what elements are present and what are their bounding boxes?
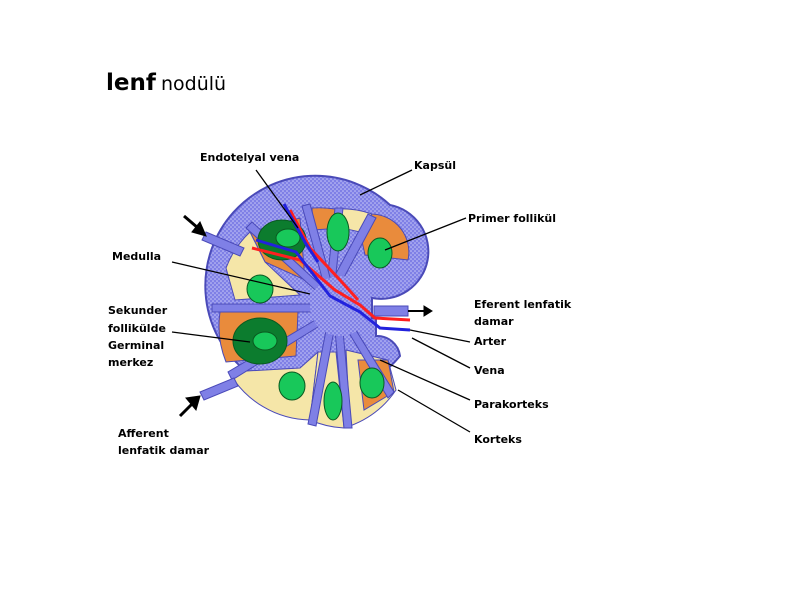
efferent-vessel bbox=[373, 305, 409, 317]
title-rest: nodülü bbox=[160, 73, 227, 95]
page-title: lenf nodülü bbox=[106, 70, 226, 96]
label-eferent-1: Eferent lenfatik bbox=[474, 298, 572, 311]
label-sekunder-3: Germinal bbox=[108, 339, 164, 352]
label-endotelyal-vena: Endotelyal vena bbox=[200, 151, 299, 164]
artery bbox=[251, 246, 411, 322]
vein-branch bbox=[282, 203, 320, 263]
label-korteks: Korteks bbox=[474, 433, 522, 446]
label-sekunder-1: Sekunder bbox=[108, 304, 168, 317]
label-afferent-2: lenfatik damar bbox=[118, 444, 210, 457]
label-primer-follikul: Primer follikül bbox=[468, 212, 556, 225]
arrows bbox=[178, 214, 433, 418]
label-kapsul: Kapsül bbox=[414, 159, 456, 172]
label-medulla: Medulla bbox=[112, 250, 161, 263]
label-afferent-1: Afferent bbox=[118, 427, 169, 440]
vein bbox=[255, 238, 411, 332]
label-sekunder-4: merkez bbox=[108, 356, 153, 369]
label-arter: Arter bbox=[474, 335, 507, 348]
label-parakorteks: Parakorteks bbox=[474, 398, 549, 411]
leader-lines bbox=[171, 169, 471, 433]
artery-branch bbox=[288, 209, 360, 302]
label-sekunder-2: follikülde bbox=[108, 322, 166, 335]
follicles bbox=[232, 212, 393, 421]
label-vena: Vena bbox=[474, 364, 505, 377]
title-bold: lenf bbox=[106, 70, 156, 96]
label-eferent-2: damar bbox=[474, 315, 514, 328]
